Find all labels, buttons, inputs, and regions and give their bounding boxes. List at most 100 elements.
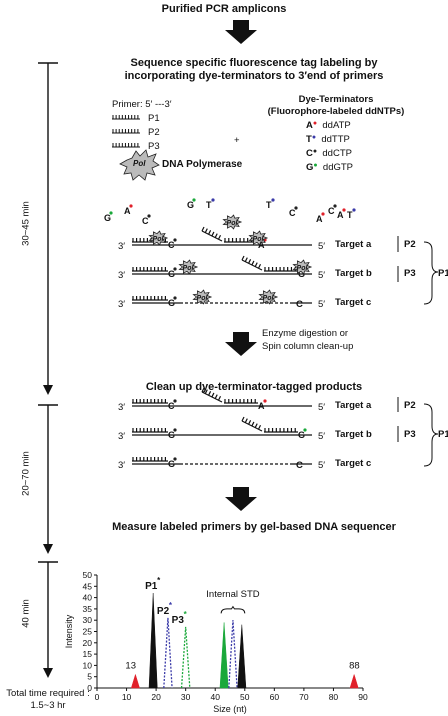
internal-std-label: Internal STD (206, 589, 259, 600)
base-left-step1-b-dot (173, 267, 177, 271)
y-tick-label: 25 (83, 627, 93, 637)
floating-dye-0: G (104, 213, 111, 223)
timeline-step2-duration: 20~70 min (20, 451, 32, 496)
strand-5prime-step1-c: 5′ (318, 299, 325, 310)
peak-star-p3: * (184, 610, 188, 619)
bound-primer-step1-c (132, 296, 168, 301)
peak-label-p1: P1 (145, 581, 158, 592)
dye-row-a: A● ddATP (306, 120, 351, 131)
strand-5prime-step2-c: 5′ (318, 460, 325, 471)
bracket-p1-2: P1 (438, 429, 448, 440)
polymerase-step1-b-0: Pol (178, 259, 199, 275)
target-b-label-1: Target b (335, 268, 372, 279)
pol-text: Pol (183, 265, 195, 272)
peak-4 (219, 622, 229, 689)
peak-2 (163, 617, 173, 689)
x-tick-label: 60 (270, 692, 280, 702)
polymerase-step1-b-1: Pol (292, 259, 313, 275)
base-mid-step1-a: A (258, 240, 265, 250)
primer-legend-p1-comb (112, 115, 140, 120)
floating-dye-10-dot (352, 208, 356, 212)
x-tick-label: 40 (210, 692, 220, 702)
x-tick-label: 70 (299, 692, 309, 702)
base-left-step1-a-dot (173, 238, 177, 242)
y-tick-label: 20 (83, 638, 93, 648)
slanted-primer-step2-a (201, 387, 223, 403)
cleanup-method-line1: Enzyme digestion or (262, 328, 349, 339)
strand-5prime-step2-a: 5′ (318, 402, 325, 413)
x-tick-label: 80 (329, 692, 339, 702)
bracket-p3-1: P3 (404, 268, 416, 279)
base-left-step1-a: C (168, 240, 175, 250)
x-tick-label: 90 (358, 692, 368, 702)
y-tick-label: 40 (83, 593, 93, 603)
cleanup-method-line2: Spin column clean-up (262, 341, 354, 352)
bound-primer-step1-b (132, 267, 168, 272)
peak-label-p2: P2 (157, 606, 170, 617)
dye-name-g: ddGTP (322, 162, 354, 173)
strand-3prime-step2-a: 3′ (118, 402, 125, 413)
timeline (38, 62, 58, 678)
target-a-label-2: Target a (335, 400, 372, 411)
y-tick-label: 30 (83, 615, 93, 625)
base-left-step2-b: G (168, 430, 175, 440)
floating-dye-5: T (266, 200, 272, 210)
floating-dye-6-dot (294, 206, 298, 210)
total-time-line2: 1.5~3 hr (30, 700, 66, 711)
polymerase-step1-a-1: Pol (248, 230, 269, 246)
step1-title-line2: incorporating dye-terminators to 3′end o… (124, 70, 384, 82)
dye-row-c: C● ddCTP (306, 148, 352, 159)
polymerase-legend-icon (119, 149, 160, 181)
step3-title: Measure labeled primers by gel-based DNA… (112, 521, 396, 533)
pol-text: Pol (153, 236, 165, 243)
bound-primer-step2-b (132, 428, 168, 433)
floating-dye-6: C (289, 208, 296, 218)
x-axis-label: Size (nt) (213, 704, 247, 714)
strand-3prime-step2-b: 3′ (118, 431, 125, 442)
step1-title-line1: Sequence specific fluorescence tag label… (130, 57, 378, 69)
strand-3prime-step1-c: 3′ (118, 299, 125, 310)
floating-dye-10: T (347, 210, 353, 220)
base-left-step1-c: G (168, 298, 175, 308)
strand-5prime-step1-b: 5′ (318, 270, 325, 281)
mid-primer-step2-b (264, 428, 298, 433)
mid-primer-step2-a (224, 399, 258, 404)
floating-dye-4-dot (211, 198, 215, 202)
peak-label-13: 13 (125, 660, 136, 671)
base-c-end-step1: C (296, 299, 303, 310)
target-c-label-1: Target c (335, 297, 372, 308)
dye-name-c: ddCTP (322, 148, 352, 159)
primer-legend-p2: P2 (148, 127, 160, 138)
total-time-line1: Total time required : (6, 688, 90, 699)
flow-arrow-2 (225, 332, 257, 356)
peak-star-p2: * (169, 601, 173, 610)
floating-dye-2-dot (147, 214, 151, 218)
flow-arrow-1 (225, 20, 257, 44)
pol-text: Pol (253, 236, 265, 243)
dye-row-t: T● ddTTP (306, 134, 350, 145)
primer-legend-p1: P1 (148, 113, 160, 124)
pol-text: Pol (197, 295, 209, 302)
pol-text: Pol (297, 265, 309, 272)
internal-std-brace (220, 605, 246, 614)
y-tick-label: 15 (83, 649, 93, 659)
base-left-step2-c-dot (173, 457, 177, 461)
floating-dye-0-dot (109, 211, 113, 215)
pol-text: Pol (227, 220, 239, 227)
base-left-step2-c: G (168, 459, 175, 469)
y-tick-label: 5 (87, 672, 92, 682)
base-left-step2-a-dot (173, 399, 177, 403)
floating-dye-8: C (328, 206, 335, 216)
floating-dye-9-dot (342, 208, 346, 212)
peak-star-p1: * (157, 576, 161, 585)
base-c-end-step2: C (296, 460, 303, 471)
timeline-step1-duration: 30~45 min (20, 201, 32, 246)
step2-title: Clean up dye-terminator-tagged products (145, 381, 363, 393)
dye-base-a: A (306, 120, 313, 131)
peak-1 (148, 593, 158, 689)
bracket-p3-2: P3 (404, 429, 416, 440)
floating-dye-5-dot (271, 198, 275, 202)
y-tick-label: 10 (83, 660, 93, 670)
base-mid-step2-a-dot (263, 399, 267, 403)
